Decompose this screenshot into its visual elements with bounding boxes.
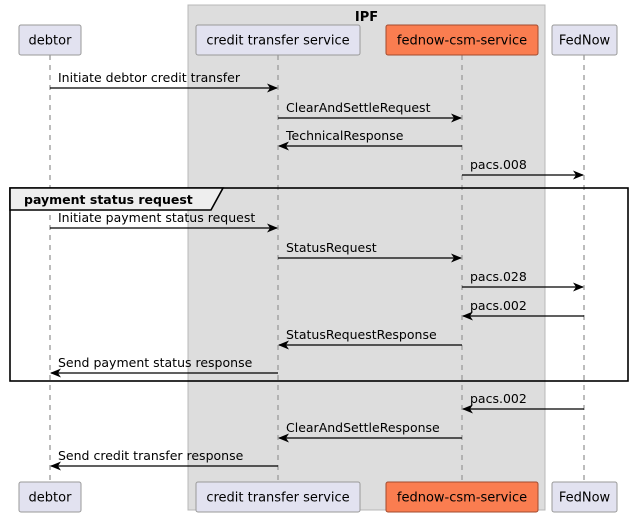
message-arrowhead [267, 223, 278, 233]
message-arrowhead [50, 461, 61, 471]
participant-box[interactable] [18, 481, 82, 513]
message-m2: ClearAndSettleRequest [278, 100, 462, 123]
message-label: Send payment status response [58, 355, 253, 370]
message-label: pacs.002 [470, 298, 527, 313]
fragment-label-text: payment status request [24, 192, 193, 207]
message-m12: ClearAndSettleResponse [278, 420, 462, 443]
participant-label: debtor [29, 34, 73, 49]
fragment-layer: payment status request [9, 187, 629, 382]
participant-box[interactable] [551, 481, 618, 513]
message-m9: StatusRequestResponse [278, 327, 462, 350]
message-label: pacs.002 [470, 391, 527, 406]
participant-label: FedNow [559, 491, 611, 506]
participant-credit-transfer-service-top[interactable]: credit transfer service [195, 24, 361, 56]
message-m1: Initiate debtor credit transfer [50, 70, 278, 93]
message-arrowhead [278, 340, 289, 350]
participant-label: fednow-csm-service [397, 491, 527, 506]
message-label: pacs.028 [470, 269, 527, 284]
message-arrowhead [451, 113, 462, 123]
participant-label: fednow-csm-service [397, 34, 527, 49]
message-arrowhead [278, 141, 289, 151]
participant-label: debtor [29, 491, 73, 506]
fragment-frame-payment-status-request [9, 187, 629, 382]
message-label: StatusRequest [286, 240, 377, 255]
message-arrowhead [462, 404, 473, 414]
participant-box[interactable] [18, 24, 82, 56]
message-label: Initiate debtor credit transfer [58, 70, 241, 85]
participant-fednow-csm-service-top[interactable]: fednow-csm-service [385, 24, 539, 56]
message-label: TechnicalResponse [285, 128, 404, 143]
participant-credit-transfer-service-bottom[interactable]: credit transfer service [195, 481, 361, 513]
message-label: ClearAndSettleRequest [286, 100, 431, 115]
message-m10: Send payment status response [50, 355, 278, 378]
message-label: Send credit transfer response [58, 448, 244, 463]
participant-debtor-bottom[interactable]: debtor [18, 481, 82, 513]
participant-fednow-csm-service-bottom[interactable]: fednow-csm-service [385, 481, 539, 513]
message-arrowhead [462, 311, 473, 321]
message-arrowhead [451, 253, 462, 263]
message-m3: TechnicalResponse [278, 128, 462, 151]
lifeline-layer [49, 55, 585, 482]
participant-label: credit transfer service [206, 491, 349, 506]
participant-fednow-bottom[interactable]: FedNow [551, 481, 618, 513]
message-label: Initiate payment status request [58, 210, 255, 225]
participant-box[interactable] [195, 481, 361, 513]
message-arrowhead [573, 282, 584, 292]
message-arrowhead [50, 368, 61, 378]
message-m8: pacs.002 [462, 298, 584, 321]
message-arrowhead [278, 433, 289, 443]
message-arrowhead [573, 170, 584, 180]
message-m6: StatusRequest [278, 240, 462, 263]
message-m5: Initiate payment status request [50, 210, 278, 233]
participant-box[interactable] [195, 24, 361, 56]
message-m7: pacs.028 [462, 269, 584, 292]
message-m13: Send credit transfer response [50, 448, 278, 471]
participant-layer: debtor debtor credit transfer service credi… [18, 24, 618, 513]
group-title-ipf: IPF [355, 10, 378, 25]
message-layer: Initiate debtor credit transferClearAndS… [50, 70, 584, 471]
participant-label: FedNow [559, 34, 611, 49]
participant-debtor-top[interactable]: debtor [18, 24, 82, 56]
message-label: pacs.008 [470, 157, 527, 172]
participant-label: credit transfer service [206, 34, 349, 49]
message-label: StatusRequestResponse [286, 327, 437, 342]
message-m11: pacs.002 [462, 391, 584, 414]
participant-box[interactable] [385, 24, 539, 56]
message-label: ClearAndSettleResponse [286, 420, 440, 435]
participant-box[interactable] [551, 24, 618, 56]
participant-box[interactable] [385, 481, 539, 513]
participant-fednow-top[interactable]: FedNow [551, 24, 618, 56]
fragment-label-tab [9, 187, 225, 211]
message-arrowhead [267, 83, 278, 93]
message-m4: pacs.008 [462, 157, 584, 180]
